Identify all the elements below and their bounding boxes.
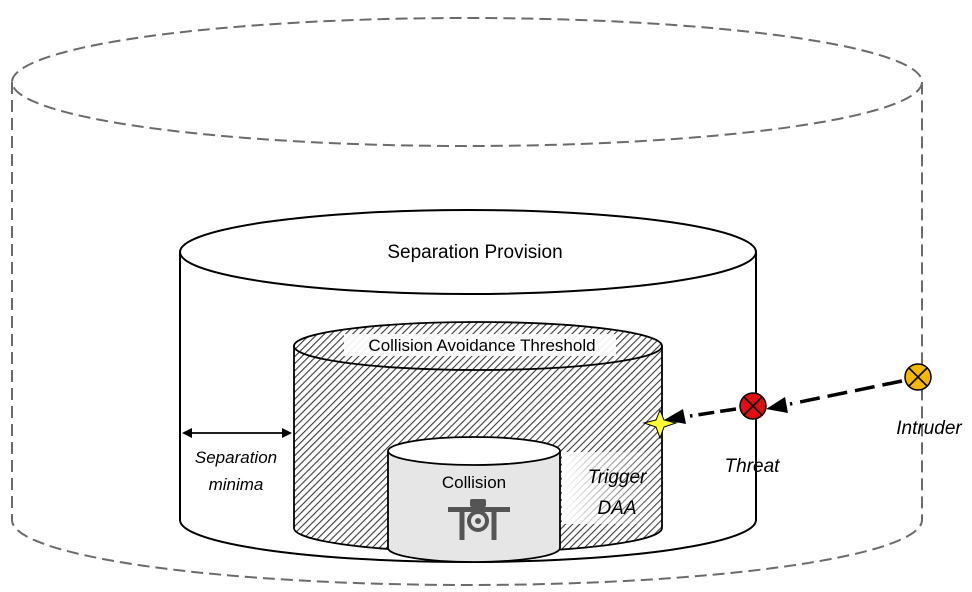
trigger-daa-label-line2: DAA [597, 498, 636, 519]
separation-minima-arrow [182, 428, 292, 438]
trigger-star-icon [642, 408, 678, 440]
threshold-label-backdrop [344, 334, 616, 356]
separation-minima-label-line1: Separation [195, 448, 277, 467]
outer-airspace-cylinder [11, 17, 923, 586]
threat-label: Threat [725, 456, 781, 477]
drone-icon [448, 499, 510, 540]
collision-avoidance-threshold-label: Collision Avoidance Threshold [368, 336, 595, 355]
intruder-marker-icon [904, 363, 932, 391]
separation-provision-label: Separation Provision [387, 242, 562, 263]
intruder-label: Intruder [896, 418, 962, 439]
collision-label: Collision [442, 473, 506, 492]
trigger-label-backdrop [562, 452, 662, 524]
threat-marker-icon [739, 392, 767, 420]
trigger-daa-label-line1: Trigger [588, 467, 647, 488]
separation-minima-label-line2: minima [209, 475, 264, 494]
intruder-approach-path [664, 379, 903, 424]
